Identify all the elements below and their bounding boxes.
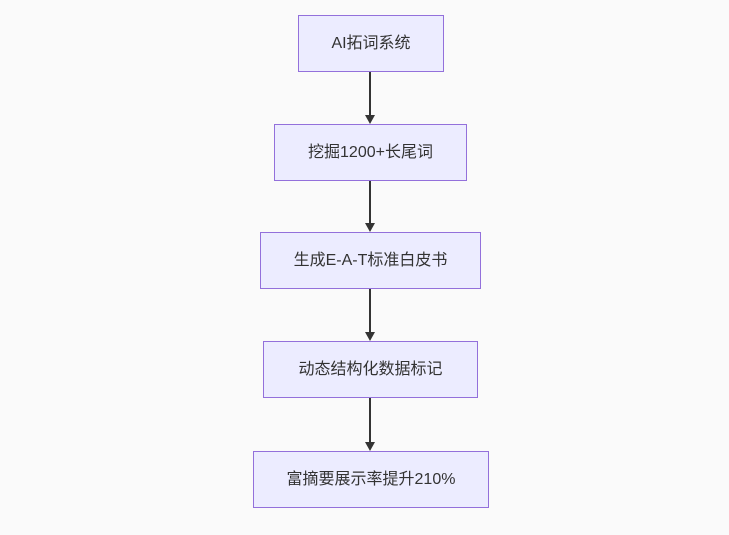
flow-node-label: AI拓词系统 — [331, 34, 411, 52]
flow-node-label: 动态结构化数据标记 — [298, 360, 443, 378]
arrowhead-down-icon — [365, 332, 375, 341]
arrow-line — [369, 181, 371, 223]
arrow-line — [369, 72, 371, 115]
flow-node-ai-keyword-system: AI拓词系统 — [298, 15, 444, 72]
arrowhead-down-icon — [365, 115, 375, 124]
flow-node-rich-snippet-result: 富摘要展示率提升210% — [253, 451, 489, 508]
arrow-line — [369, 398, 371, 442]
flow-node-label: 生成E-A-T标准白皮书 — [293, 251, 448, 269]
flow-node-eat-whitepaper: 生成E-A-T标准白皮书 — [260, 232, 481, 289]
arrow-line — [369, 289, 371, 332]
arrowhead-down-icon — [365, 223, 375, 232]
flow-node-longtail-mining: 挖掘1200+长尾词 — [274, 124, 467, 181]
flow-node-structured-data-markup: 动态结构化数据标记 — [263, 341, 478, 398]
flow-node-label: 挖掘1200+长尾词 — [308, 143, 433, 161]
arrowhead-down-icon — [365, 442, 375, 451]
flow-node-label: 富摘要展示率提升210% — [286, 470, 456, 488]
